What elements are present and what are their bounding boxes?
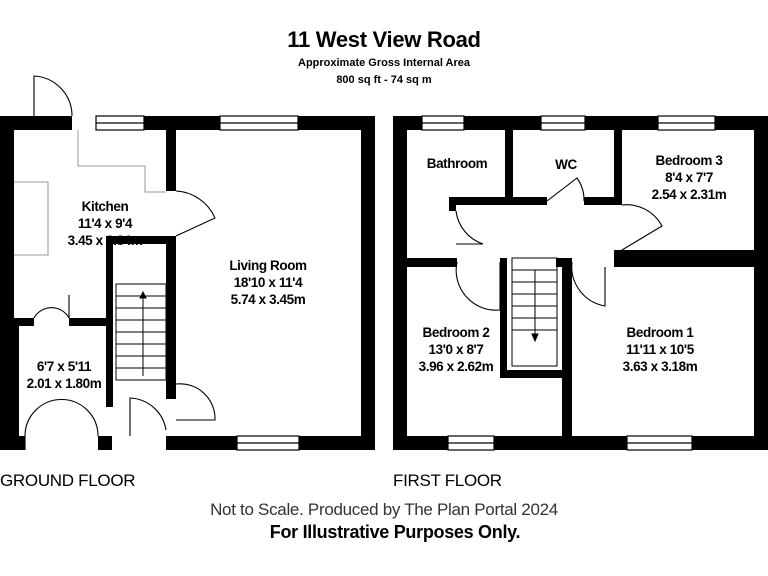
door-swing <box>129 397 167 436</box>
first-floor-label: FIRST FLOOR <box>393 471 502 490</box>
wall <box>166 236 176 384</box>
wall <box>393 116 422 130</box>
wall <box>505 130 513 205</box>
door-swing <box>455 210 484 245</box>
room-dimensions-imperial: 6'7 x 5'11 <box>36 359 92 374</box>
room-name: Bathroom <box>426 156 488 171</box>
wall <box>584 197 622 205</box>
room-name: Bedroom 3 <box>655 153 723 168</box>
room-label-kitchen: Kitchen 11'4 x 9'4 3.45 x 2.84m <box>50 198 160 249</box>
wall <box>585 116 658 130</box>
wall <box>166 384 176 399</box>
wall <box>69 318 113 326</box>
wall <box>692 436 768 450</box>
door-swing <box>33 75 73 117</box>
wall <box>299 436 375 450</box>
wall <box>298 116 375 130</box>
ground-floor-plan <box>0 116 375 450</box>
kitchen-worktops <box>14 130 166 256</box>
door-swing <box>175 190 216 237</box>
room-dimensions-metric: 3.63 x 3.18m <box>622 359 698 374</box>
room-label-living-room: Living Room 18'10 x 11'4 5.74 x 3.45m <box>206 257 330 308</box>
room-dimensions-metric: 2.01 x 1.80m <box>26 376 102 391</box>
door-swing <box>455 261 501 311</box>
wall <box>393 116 407 450</box>
wall <box>166 436 237 450</box>
wall <box>754 116 768 450</box>
wall <box>98 436 112 450</box>
room-label-bathroom: Bathroom <box>412 155 502 172</box>
room-label-bedroom-1: Bedroom 1 11'11 x 10'5 3.63 x 3.18m <box>600 324 720 375</box>
wall <box>407 258 457 267</box>
door-swing <box>571 261 606 307</box>
room-dimensions-metric: 2.54 x 2.31m <box>651 187 727 202</box>
ground-windows <box>95 115 300 451</box>
wall <box>0 116 14 450</box>
wall <box>144 116 220 130</box>
first-stairs <box>511 257 558 367</box>
wall <box>494 436 627 450</box>
door-swing <box>621 204 663 251</box>
wall <box>106 236 176 244</box>
property-title: 11 West View Road <box>287 27 481 52</box>
room-dimensions-metric: 5.74 x 3.45m <box>230 292 306 307</box>
door-swing <box>546 177 585 202</box>
room-label-hall: 6'7 x 5'11 2.01 x 1.80m <box>16 358 112 392</box>
door-swing <box>175 383 216 421</box>
wall <box>500 258 507 378</box>
wall <box>166 130 176 191</box>
area-subtitle: Approximate Gross Internal Area <box>298 57 470 69</box>
wall <box>393 436 448 450</box>
door-swing <box>33 295 70 321</box>
room-dimensions-imperial: 13'0 x 8'7 <box>428 342 484 357</box>
room-name: Bedroom 2 <box>422 325 490 340</box>
room-label-bedroom-2: Bedroom 2 13'0 x 8'7 3.96 x 2.62m <box>408 324 504 375</box>
first-windows <box>421 115 716 451</box>
wall <box>614 130 622 205</box>
room-dimensions-metric: 3.96 x 2.62m <box>418 359 494 374</box>
room-name: Kitchen <box>81 199 129 214</box>
door-swing <box>24 399 99 450</box>
room-label-bedroom-3: Bedroom 3 8'4 x 7'7 2.54 x 2.31m <box>630 152 748 203</box>
room-dimensions-metric: 3.45 x 2.84m <box>67 233 143 248</box>
wall <box>14 318 34 326</box>
room-name: WC <box>555 157 577 172</box>
room-dimensions-imperial: 11'11 x 10'5 <box>626 342 694 357</box>
room-name: Bedroom 1 <box>626 325 694 340</box>
wall <box>562 258 572 436</box>
disclaimer-illustrative: For Illustrative Purposes Only. <box>269 522 521 542</box>
room-name: Living Room <box>229 258 307 273</box>
wall <box>361 116 375 450</box>
first-doors <box>455 177 663 311</box>
room-dimensions-imperial: 8'4 x 7'7 <box>665 170 713 185</box>
area-value: 800 sq ft - 74 sq m <box>336 74 432 86</box>
ground-doors <box>24 75 216 450</box>
wall <box>464 116 541 130</box>
wall <box>14 323 19 436</box>
wall <box>0 436 25 450</box>
wall <box>449 197 547 205</box>
room-dimensions-imperial: 18'10 x 11'4 <box>233 275 303 290</box>
wall <box>614 250 754 267</box>
ground-floor-label: GROUND FLOOR <box>0 471 136 490</box>
first-floor-plan <box>393 116 768 450</box>
disclaimer-scale: Not to Scale. Produced by The Plan Porta… <box>210 500 558 519</box>
wall <box>449 197 456 211</box>
wall <box>0 116 72 130</box>
wall <box>500 370 572 378</box>
ground-stairs <box>115 283 167 381</box>
room-label-wc: WC <box>538 156 594 173</box>
room-dimensions-imperial: 11'4 x 9'4 <box>77 216 133 231</box>
